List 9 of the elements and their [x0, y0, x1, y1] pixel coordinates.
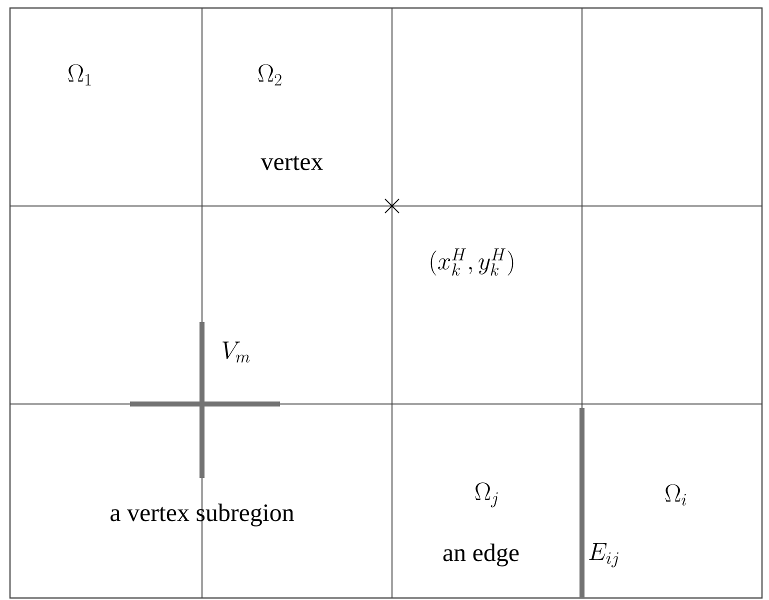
subdomain-label: $\Omega_j$: [475, 482, 498, 508]
edge-caption: an edge: [443, 544, 519, 566]
edge-name-label: $E_{ij}$: [589, 543, 618, 568]
coordinate-label: $(x_k^H, y_k^H)$: [430, 248, 514, 276]
subdomain-label: $\Omega_2$: [258, 64, 282, 86]
vertex-label: vertex: [260, 156, 323, 170]
subdomain-label: $\Omega_1$: [68, 64, 91, 86]
subdomain-label: $\Omega_i$: [665, 484, 686, 506]
subregion-label: $V_m$: [222, 342, 250, 363]
